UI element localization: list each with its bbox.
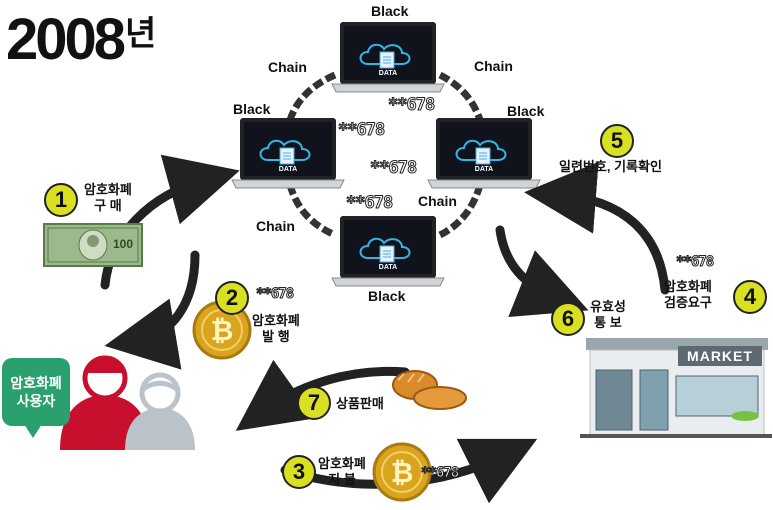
- step-5-label: 일련번호, 기록확인: [559, 159, 662, 174]
- chain-top-right: [438, 71, 484, 122]
- arrow-step4: [524, 161, 670, 295]
- dollar-bill-icon: [43, 223, 143, 267]
- block-laptop-bottom: [331, 215, 445, 287]
- step-1-line1: 암호화폐: [84, 182, 132, 197]
- code-label-payment: **678: [420, 465, 459, 482]
- step-5-badge: 5: [600, 124, 634, 158]
- user-avatar-icon: [60, 355, 195, 450]
- step-6-label: 유효성 통 보: [590, 299, 626, 331]
- code-label-4: **678: [345, 193, 393, 214]
- chain-top-left: [286, 71, 337, 122]
- title-suffix: 년: [125, 15, 157, 53]
- step-6-line1: 유효성: [590, 299, 626, 314]
- chain-label-top-left: Chain: [268, 59, 307, 75]
- block-laptop-top: [331, 21, 445, 93]
- bread-icon: [392, 370, 467, 410]
- bitcoin-coin-payment-icon: ₿: [372, 442, 432, 502]
- user-speech-bubble: 암호화폐 사용자: [2, 358, 70, 426]
- step-3-line1: 암호화폐: [318, 456, 366, 471]
- step-7-label: 상품판매: [336, 396, 384, 411]
- code-label-2: **678: [337, 120, 385, 141]
- code-label-1: **678: [387, 95, 435, 116]
- speech-bubble-tail: [24, 424, 42, 438]
- block-laptop-right: [427, 117, 541, 189]
- step-3-label: 암호화폐 지 불: [318, 456, 366, 488]
- step-3-badge: 3: [282, 455, 316, 489]
- chain-label-bottom-left: Chain: [256, 218, 295, 234]
- block-laptop-left: [231, 117, 345, 189]
- step-4-line1: 암호화폐: [664, 279, 712, 294]
- block-label-left: Black: [233, 101, 271, 117]
- screen-label-top: DATA: [379, 70, 397, 77]
- step-3-line2: 지 불: [328, 472, 356, 487]
- chain-label-bottom-right: Chain: [418, 193, 457, 209]
- arrow-step6: [495, 225, 589, 318]
- step-2-label: 암호화폐 발 행: [252, 313, 300, 345]
- chain-bottom-right: [438, 183, 484, 239]
- svg-text:₿: ₿: [211, 314, 234, 347]
- block-label-bottom: Black: [368, 288, 406, 304]
- chain-bottom-left: [286, 183, 337, 239]
- arrow-step2: [104, 250, 200, 370]
- page-title: 2008년: [6, 7, 157, 72]
- step-7-badge: 7: [297, 386, 331, 420]
- step-2-badge: 2: [215, 281, 249, 315]
- code-label-verify: **678: [675, 254, 714, 271]
- arrow-step1: [100, 154, 240, 290]
- step-4-badge: 4: [733, 280, 767, 314]
- step-4-label: 암호화폐 검증요구: [664, 279, 712, 311]
- step-6-line2: 통 보: [594, 315, 622, 330]
- step-1-line2: 구 매: [94, 198, 122, 213]
- step-1-badge: 1: [44, 183, 78, 217]
- store-building-icon: [580, 338, 772, 438]
- chain-links: [286, 71, 484, 239]
- arrow-step7: [235, 359, 410, 431]
- step-6-badge: 6: [551, 302, 585, 336]
- bill-denomination: 100: [113, 237, 134, 251]
- svg-text:₿: ₿: [391, 456, 414, 489]
- user-label-line1: 암호화폐: [10, 375, 62, 391]
- block-label-top: Black: [371, 3, 409, 19]
- screen-label-right: DATA: [475, 166, 493, 173]
- screen-label-left: DATA: [279, 166, 297, 173]
- user-label-line2: 사용자: [16, 393, 56, 409]
- step-2-line2: 발 행: [262, 329, 290, 344]
- step-1-label: 암호화폐 구 매: [84, 182, 132, 214]
- screen-label-bottom: DATA: [379, 264, 397, 271]
- store-sign: MARKET: [687, 348, 753, 364]
- code-label-3: **678: [369, 158, 417, 179]
- code-label-issue: **678: [255, 286, 294, 303]
- step-4-line2: 검증요구: [664, 295, 712, 310]
- chain-label-top-right: Chain: [474, 58, 513, 74]
- block-label-right: Black: [507, 103, 545, 119]
- step-2-line1: 암호화폐: [252, 313, 300, 328]
